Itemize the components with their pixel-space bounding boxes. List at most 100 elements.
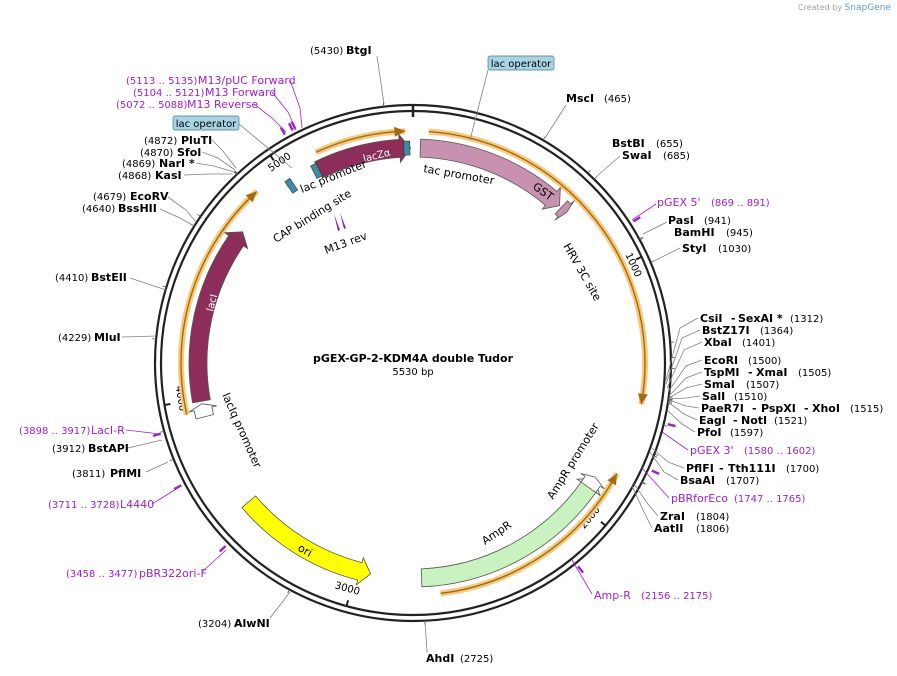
site-pflmi[interactable]: (3811) PflMI bbox=[72, 461, 169, 480]
site-bamhi[interactable]: BamHI (945) bbox=[642, 221, 753, 239]
m13-rev-arrow-b bbox=[340, 213, 346, 229]
svg-text:CsiI: CsiI bbox=[700, 312, 722, 325]
orf-arrowhead bbox=[637, 393, 648, 405]
m13-rev-label: M13 rev bbox=[323, 229, 370, 257]
site-swai[interactable]: SwaI (685) bbox=[596, 149, 690, 177]
svg-text:PfoI: PfoI bbox=[697, 426, 722, 439]
site-pasi[interactable]: PasI (941) bbox=[668, 214, 731, 227]
site-ecorv[interactable]: (4679) EcoRV bbox=[93, 190, 169, 203]
feature-gst[interactable] bbox=[419, 138, 561, 210]
site-pfoi[interactable]: PfoI (1597) bbox=[697, 426, 763, 439]
site-sfoi[interactable]: (4870) SfoI bbox=[140, 146, 201, 159]
svg-text:(5430): (5430) bbox=[310, 46, 343, 57]
site-mark bbox=[587, 169, 591, 174]
svg-text:(5072 .. 5088): (5072 .. 5088) bbox=[116, 100, 188, 111]
site-bstz17i[interactable]: BstZ17I (1364) bbox=[702, 324, 793, 337]
lac-operator-box[interactable] bbox=[284, 177, 299, 194]
primer-pgex3[interactable]: pGEX 3' (1580 .. 1602) bbox=[661, 431, 816, 457]
svg-text:(1515): (1515) bbox=[850, 404, 883, 415]
site-bstbi[interactable]: BstBI (655) bbox=[612, 137, 683, 150]
tick-3000 bbox=[345, 600, 350, 607]
primer-mark bbox=[651, 469, 660, 475]
site-xbai[interactable]: XbaI (1401) bbox=[704, 336, 775, 349]
feature-laciq-promoter[interactable] bbox=[189, 403, 217, 420]
svg-text:pBR322ori-F: pBR322ori-F bbox=[139, 567, 207, 580]
primer-m13-puc-forward[interactable]: (5113 .. 5135) M13/pUC Forward bbox=[126, 74, 296, 87]
svg-text:-: - bbox=[719, 462, 724, 475]
svg-text:BstZ17I: BstZ17I bbox=[702, 324, 750, 337]
svg-text:PspXI: PspXI bbox=[761, 402, 796, 415]
site-tspmi-xmai[interactable]: TspMI - XmaI (1505) bbox=[704, 366, 831, 379]
site-zrai[interactable]: ZraI (1804) bbox=[660, 510, 729, 523]
orf-arc bbox=[428, 130, 646, 405]
site-csii-sexai[interactable]: CsiI - SexAI * (1312) bbox=[700, 312, 823, 325]
svg-text:BstBI: BstBI bbox=[612, 137, 645, 150]
ori-label: ori bbox=[296, 541, 315, 559]
site-bstapi[interactable]: (3912) BstAPI bbox=[52, 439, 163, 455]
svg-text:EcoRI: EcoRI bbox=[704, 354, 738, 367]
svg-text:SexAI *: SexAI * bbox=[738, 312, 783, 325]
svg-text:AhdI: AhdI bbox=[426, 652, 454, 665]
primer-pbr322ori-f[interactable]: (3458 .. 3477) pBR322ori-F bbox=[66, 549, 227, 580]
feature-lacz-[interactable] bbox=[314, 133, 412, 179]
site-mark bbox=[593, 176, 598, 180]
orf-arrowhead bbox=[394, 126, 406, 137]
site-mlui[interactable]: (4229) MluI bbox=[58, 331, 157, 344]
svg-text:EcoRV: EcoRV bbox=[130, 190, 169, 203]
site-pflfi-tth111i[interactable]: PflFI - Tth111I (1700) bbox=[686, 462, 819, 475]
site-ecori[interactable]: EcoRI (1500) bbox=[704, 354, 781, 367]
feature-hrv-3c-site[interactable] bbox=[554, 200, 575, 221]
site-mark bbox=[542, 136, 546, 141]
site-kasi[interactable]: (4868) KasI bbox=[118, 139, 237, 182]
svg-text:AlwNI: AlwNI bbox=[234, 617, 270, 630]
svg-text:M13 Forward: M13 Forward bbox=[205, 86, 276, 99]
site-mark bbox=[654, 453, 659, 456]
primer-laci-r[interactable]: (3898 .. 3917) LacI-R bbox=[19, 424, 161, 437]
svg-text:(1507): (1507) bbox=[746, 380, 779, 391]
site-eagi-noti[interactable]: EagI - NotI (1521) bbox=[699, 414, 807, 427]
site-bsteii[interactable]: (4410) BstEII bbox=[55, 271, 167, 291]
svg-text:PasI: PasI bbox=[668, 214, 694, 227]
svg-text:(655): (655) bbox=[656, 139, 683, 150]
primer-amp-r[interactable]: Amp-R (2156 .. 2175) bbox=[571, 559, 713, 602]
svg-text:(1700): (1700) bbox=[786, 464, 819, 475]
feature-ampr-promoter[interactable] bbox=[580, 473, 605, 494]
svg-text:-: - bbox=[748, 366, 753, 379]
site-bsaai[interactable]: BsaAI (1707) bbox=[649, 447, 759, 487]
site-sali[interactable]: SalI (1510) bbox=[702, 390, 767, 403]
svg-text:(1707): (1707) bbox=[726, 476, 759, 487]
feature-laci[interactable] bbox=[188, 231, 249, 404]
site-paer7i-pspxi-xhoi[interactable]: PaeR7I - PspXI - XhoI (1515) bbox=[701, 402, 883, 415]
svg-text:(3811): (3811) bbox=[72, 469, 105, 480]
feature-ori[interactable] bbox=[241, 495, 372, 586]
svg-text:(869 .. 891): (869 .. 891) bbox=[711, 198, 770, 209]
feature-ampr[interactable] bbox=[420, 477, 601, 588]
plasmid-size: 5530 bp bbox=[392, 367, 433, 378]
site-aatii[interactable]: AatII (1806) bbox=[631, 483, 729, 535]
site-nari[interactable]: (4869) NarI * bbox=[122, 157, 195, 170]
primer-mark bbox=[218, 545, 227, 553]
svg-text:EagI: EagI bbox=[699, 414, 726, 427]
svg-text:M13/pUC Forward: M13/pUC Forward bbox=[198, 74, 296, 87]
lac-operator-box[interactable] bbox=[310, 162, 323, 179]
site-bsshii[interactable]: (4640) BssHII bbox=[82, 196, 197, 227]
primer-m13-reverse[interactable]: (5072 .. 5088) M13 Reverse bbox=[116, 79, 303, 133]
site-pluti[interactable]: (4872) PluTI bbox=[144, 134, 212, 147]
site-styi[interactable]: StyI (1030) bbox=[651, 242, 751, 263]
primer-pbrforeco[interactable]: pBRforEco (1747 .. 1765) bbox=[641, 467, 806, 505]
svg-text:(3458 .. 3477): (3458 .. 3477) bbox=[66, 569, 138, 580]
site-ahdi[interactable]: AhdI (2725) bbox=[424, 620, 493, 665]
site-btgi[interactable]: (5430) BtgI bbox=[310, 44, 385, 105]
svg-text:(2156 .. 2175): (2156 .. 2175) bbox=[641, 591, 713, 602]
svg-text:-: - bbox=[733, 414, 738, 427]
svg-text:L4440: L4440 bbox=[120, 498, 154, 511]
lac-operator-box[interactable] bbox=[403, 140, 411, 156]
site-msci[interactable]: MscI (465) bbox=[544, 92, 631, 139]
primer-m13-forward[interactable]: (5104 .. 5121) M13 Forward bbox=[133, 86, 276, 99]
site-smai[interactable]: SmaI (1507) bbox=[704, 378, 779, 391]
primer-l4440[interactable]: (3711 .. 3728) L4440 bbox=[48, 487, 179, 511]
site-alwni[interactable]: (3204) AlwNI bbox=[198, 591, 291, 630]
primer-pgex5[interactable]: pGEX 5' (869 .. 891) bbox=[631, 196, 770, 221]
svg-text:(4869): (4869) bbox=[122, 159, 155, 170]
svg-text:StyI: StyI bbox=[682, 242, 706, 255]
